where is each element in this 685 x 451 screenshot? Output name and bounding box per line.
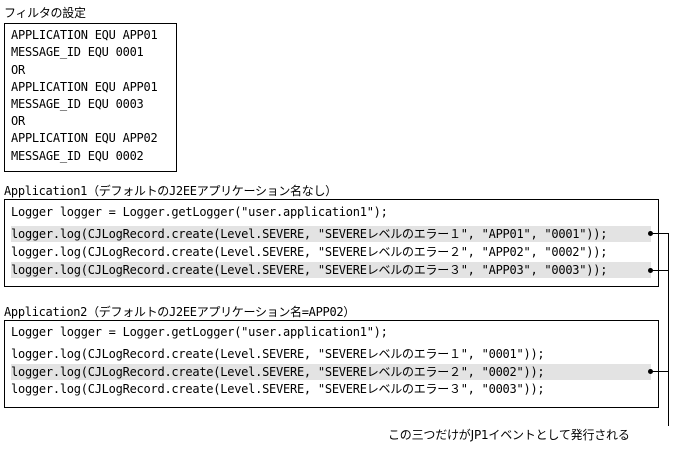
note-text: この三つだけがJP1イベントとして発行される bbox=[388, 428, 630, 442]
filter-line: MESSAGE_ID EQU 0003 bbox=[11, 97, 144, 111]
filter-line: APPLICATION EQU APP01 bbox=[11, 28, 158, 42]
connector-dot bbox=[648, 369, 653, 374]
filter-box: APPLICATION EQU APP01 MESSAGE_ID EQU 000… bbox=[4, 23, 177, 172]
code-line-highlighted: logger.log(CJLogRecord.create(Level.SEVE… bbox=[11, 364, 651, 380]
connector-line bbox=[652, 371, 668, 372]
filter-line: MESSAGE_ID EQU 0002 bbox=[11, 149, 144, 163]
code-line: Logger logger = Logger.getLogger("user.a… bbox=[11, 325, 388, 339]
code-line-highlighted: logger.log(CJLogRecord.create(Level.SEVE… bbox=[11, 226, 651, 242]
filter-title: フィルタの設定 bbox=[4, 6, 86, 20]
code-line: logger.log(CJLogRecord.create(Level.SEVE… bbox=[11, 347, 545, 361]
code-line: logger.log(CJLogRecord.create(Level.SEVE… bbox=[11, 245, 608, 259]
connector-dot bbox=[648, 268, 653, 273]
code-line: logger.log(CJLogRecord.create(Level.SEVE… bbox=[11, 382, 545, 396]
code-line-highlighted: logger.log(CJLogRecord.create(Level.SEVE… bbox=[11, 262, 651, 278]
app1-title: Application1（デフォルトのJ2EEアプリケーション名なし） bbox=[4, 184, 337, 198]
connector-vertical-line bbox=[668, 233, 669, 426]
filter-line: OR bbox=[11, 63, 25, 77]
connector-dot bbox=[648, 231, 653, 236]
filter-line: MESSAGE_ID EQU 0001 bbox=[11, 45, 144, 59]
app2-title: Application2（デフォルトのJ2EEアプリケーション名=APP02） bbox=[4, 305, 356, 319]
connector-line bbox=[652, 233, 668, 234]
filter-line: OR bbox=[11, 114, 25, 128]
code-line: Logger logger = Logger.getLogger("user.a… bbox=[11, 205, 388, 219]
filter-line: APPLICATION EQU APP02 bbox=[11, 131, 158, 145]
filter-line: APPLICATION EQU APP01 bbox=[11, 80, 158, 94]
app1-code-box: Logger logger = Logger.getLogger("user.a… bbox=[4, 199, 659, 287]
app2-code-box: Logger logger = Logger.getLogger("user.a… bbox=[4, 320, 659, 408]
connector-line bbox=[652, 270, 668, 271]
